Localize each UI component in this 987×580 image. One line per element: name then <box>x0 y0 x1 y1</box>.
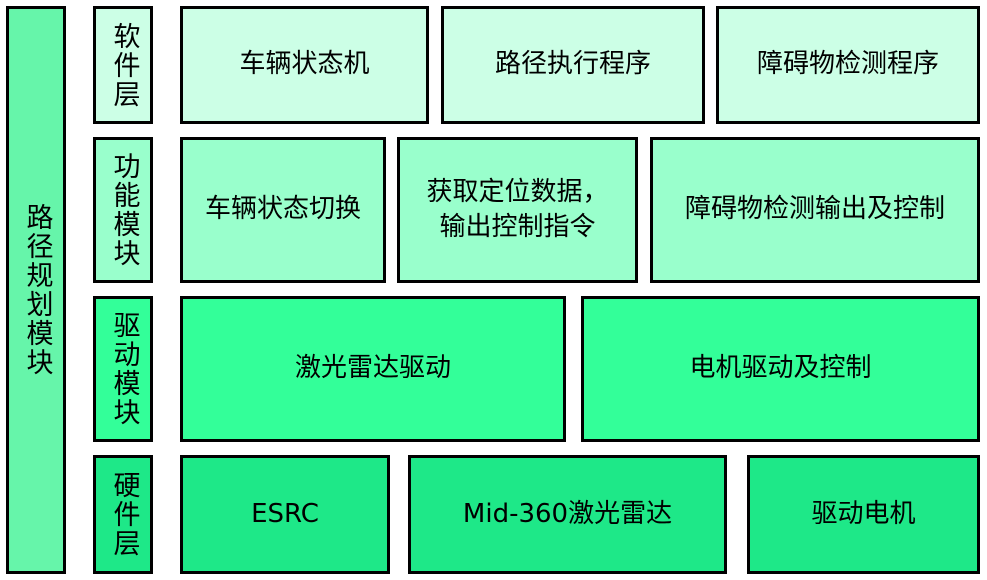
obstacle-detection-output-control-box: 障碍物检测输出及控制 <box>650 137 980 283</box>
vehicle-state-machine-box: 车辆状态机 <box>180 6 429 124</box>
driver-module-title: 驱动模块 <box>93 296 153 442</box>
esrc-box: ESRC <box>180 455 390 574</box>
localization-control-command-box: 获取定位数据， 输出控制指令 <box>397 137 638 283</box>
hardware-layer-title: 硬件层 <box>93 455 153 574</box>
vehicle-state-switch-box: 车辆状态切换 <box>180 137 386 283</box>
function-module-title: 功能模块 <box>93 137 153 283</box>
drive-motor-box: 驱动电机 <box>747 455 980 574</box>
path-planning-module: 路径规划模块 <box>6 6 66 574</box>
software-layer-title: 软件层 <box>93 6 153 124</box>
motor-driver-control-box: 电机驱动及控制 <box>581 296 980 442</box>
obstacle-detection-program-box: 障碍物检测程序 <box>716 6 980 124</box>
path-execution-program-box: 路径执行程序 <box>441 6 705 124</box>
mid360-lidar-box: Mid-360激光雷达 <box>408 455 727 574</box>
lidar-driver-box: 激光雷达驱动 <box>180 296 566 442</box>
